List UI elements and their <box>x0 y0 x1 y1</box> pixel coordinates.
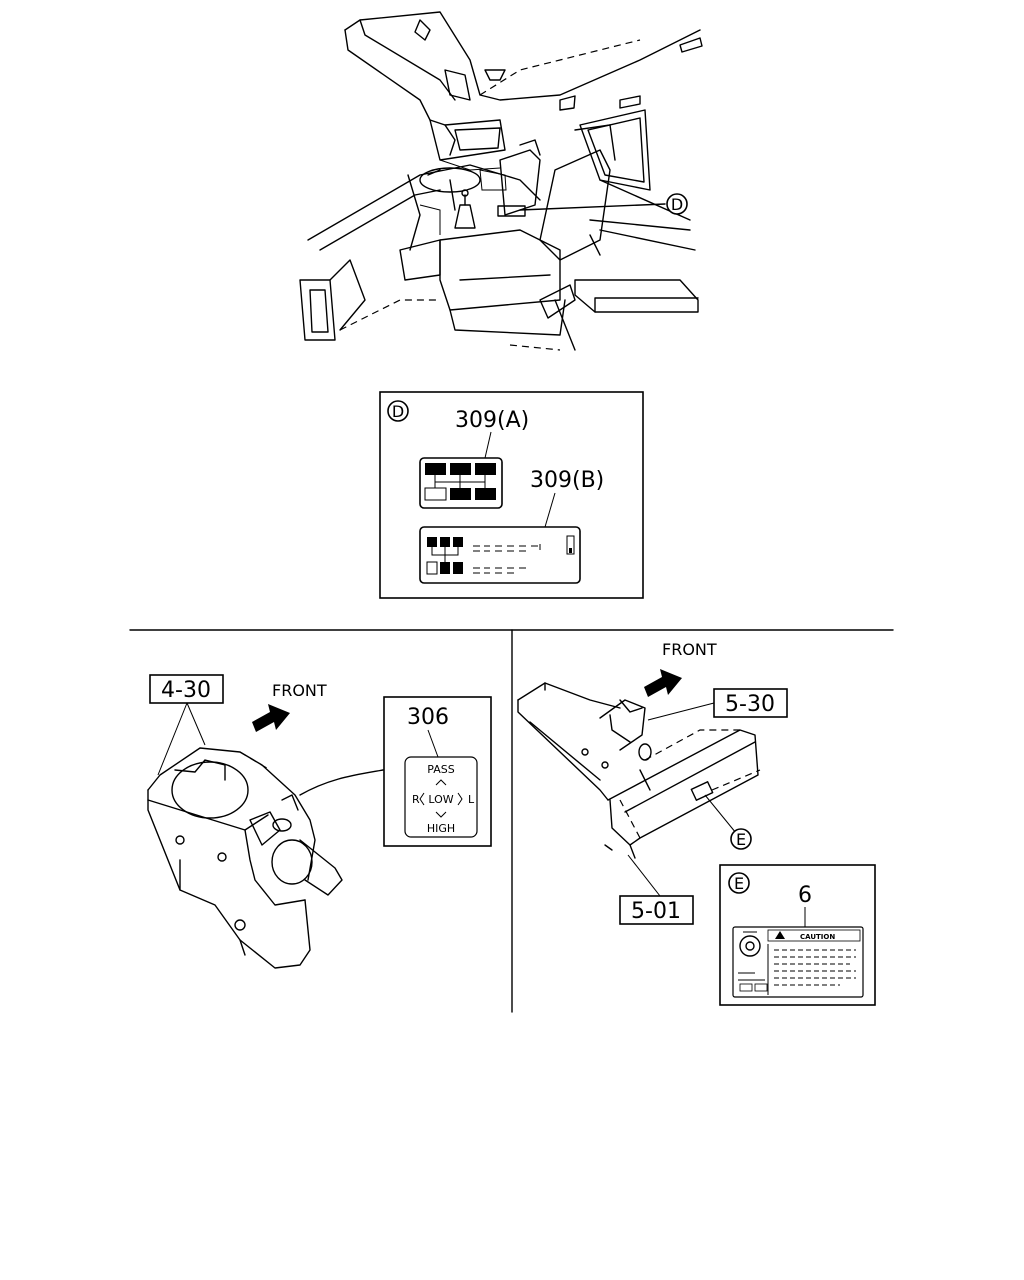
label-309b: 309(B) <box>530 468 604 493</box>
detail-306-panel: 306 PASS R LOW L HIGH <box>383 696 492 847</box>
front-arrow-left-icon <box>252 704 290 732</box>
leader-5-01 <box>627 854 661 897</box>
leader-5-30 <box>647 702 715 721</box>
decal-309b <box>419 526 581 584</box>
svg-text:E: E <box>736 830 746 849</box>
detail-e-marker: E <box>728 872 750 894</box>
warning-icon <box>775 931 785 939</box>
ref-5-01-box: 5-01 <box>619 895 694 925</box>
frame-rail <box>517 682 761 859</box>
decal-6-caution: CAUTION <box>800 933 835 941</box>
front-arrow-right-icon <box>644 669 682 697</box>
label-306: 306 <box>407 705 449 730</box>
decal-309a <box>419 457 503 509</box>
decal-306-high: HIGH <box>427 822 455 835</box>
decal-306-low: LOW <box>428 793 453 806</box>
svg-text:D: D <box>392 402 404 421</box>
front-label-left: FRONT <box>272 681 327 700</box>
decal-306-r: R <box>412 793 420 806</box>
svg-text:4-30: 4-30 <box>161 678 211 703</box>
svg-text:D: D <box>671 195 683 214</box>
leader-306 <box>299 769 384 796</box>
decal-306-l: L <box>468 793 475 806</box>
svg-text:E: E <box>734 874 744 893</box>
detail-d-panel: D 309(A) 309(B) <box>379 391 644 599</box>
label-6: 6 <box>798 883 812 908</box>
leader-4-30 <box>157 702 206 776</box>
callout-d-cab: D <box>666 193 688 215</box>
decal-306-pass: PASS <box>427 763 454 776</box>
bracket-4-30 <box>147 747 343 969</box>
ref-5-30-box: 5-30 <box>713 688 788 718</box>
detail-e-panel: E 6 CAUTION <box>719 864 876 1006</box>
ref-4-30-box: 4-30 <box>149 674 224 704</box>
callout-e-frame: E <box>730 828 752 850</box>
detail-d-marker: D <box>387 400 409 422</box>
cab-interior-illustration <box>299 11 703 351</box>
decal-6: CAUTION <box>732 926 864 998</box>
svg-text:5-30: 5-30 <box>725 692 775 717</box>
svg-text:5-01: 5-01 <box>631 899 681 924</box>
leader-e <box>704 794 737 834</box>
label-309a: 309(A) <box>455 408 529 433</box>
front-label-right: FRONT <box>662 640 717 659</box>
